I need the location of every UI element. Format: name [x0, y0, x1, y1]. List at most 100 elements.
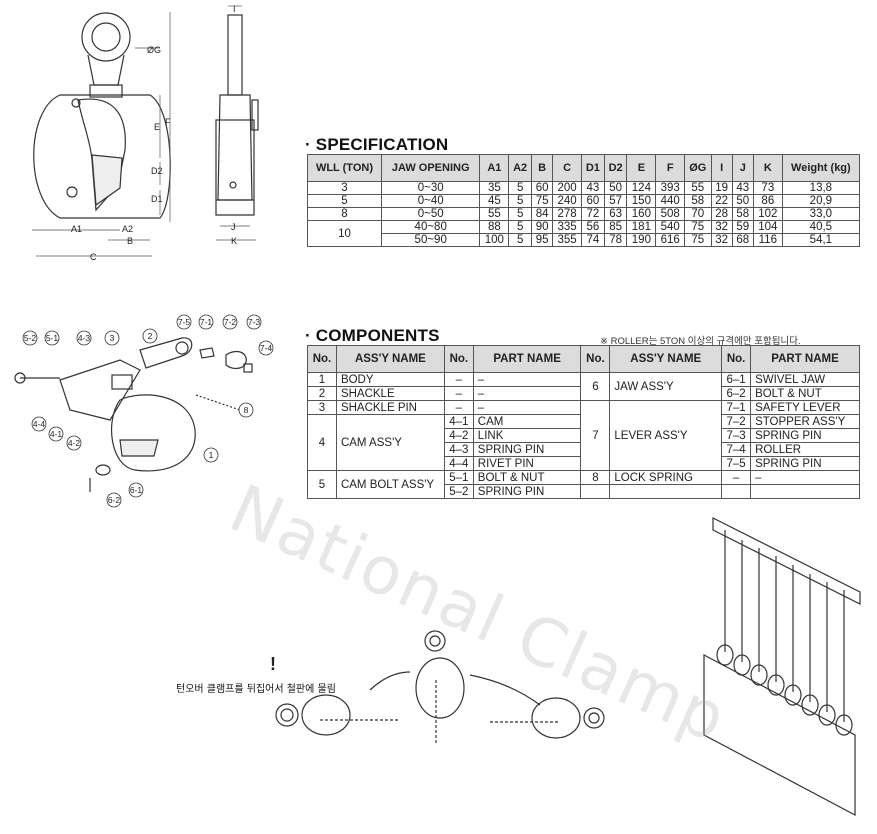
- spec-header-a1: A1: [479, 154, 510, 182]
- specification-table: WLL (TON) JAW OPENING A1 A2 B C D1 D2 E …: [307, 154, 861, 247]
- comp-header-pno: No.: [443, 345, 474, 373]
- comp-cell: [721, 484, 752, 499]
- spec-cell: 75: [684, 220, 712, 234]
- dim-c-label: C: [90, 252, 97, 262]
- spec-cell: 19: [710, 181, 733, 195]
- comp-cell: CAM ASS'Y: [335, 414, 445, 471]
- comp-header-part-2: PART NAME: [750, 345, 860, 373]
- spec-cell: 58: [731, 207, 754, 221]
- table-row: 4–2 LINK 7–3 SPRING PIN: [308, 428, 860, 443]
- comp-cell: 4–2: [443, 428, 474, 443]
- comp-cell: –: [443, 372, 474, 387]
- components-table: No. ASS'Y NAME No. PART NAME No. ASS'Y N…: [307, 345, 860, 499]
- spec-cell: 616: [655, 233, 686, 247]
- comp-cell: 4–4: [443, 456, 474, 471]
- comp-cell: 5–1: [443, 470, 474, 485]
- dim-j-label: J: [231, 222, 236, 232]
- spec-cell: 35: [479, 181, 510, 195]
- comp-header-part: PART NAME: [472, 345, 582, 373]
- dim-f-label: F: [165, 117, 171, 127]
- spec-cell: 116: [752, 233, 783, 247]
- comp-cell: –: [443, 400, 474, 415]
- callout-4-2: 4-2: [68, 438, 81, 448]
- comp-cell: 2: [307, 386, 337, 401]
- comp-cell: 7–1: [721, 400, 752, 415]
- comp-cell: SHACKLE PIN: [335, 400, 445, 415]
- spec-cell: 55: [684, 181, 712, 195]
- spec-header-j: J: [731, 154, 754, 182]
- table-row: 5–2 SPRING PIN: [308, 484, 860, 499]
- spec-header-a2: A2: [508, 154, 532, 182]
- comp-header-assy: ASS'Y NAME: [335, 345, 445, 373]
- spec-cell: 43: [581, 181, 605, 195]
- spec-cell: 8: [307, 207, 382, 221]
- spec-cell: 50: [603, 181, 628, 195]
- spec-cell: 5: [508, 181, 532, 195]
- spec-cell: 540: [655, 220, 686, 234]
- spec-cell: 3: [307, 181, 382, 195]
- spec-cell: 124: [626, 181, 657, 195]
- comp-cell: [750, 484, 860, 499]
- spec-cell: 70: [684, 207, 712, 221]
- spec-cell: 43: [731, 181, 754, 195]
- spec-cell: 0~50: [380, 207, 481, 221]
- dim-b-label: B: [127, 236, 133, 246]
- spec-cell: 102: [752, 207, 783, 221]
- dim-d1-label: D1: [151, 194, 163, 204]
- comp-cell: [580, 484, 611, 499]
- spec-cell: 72: [581, 207, 605, 221]
- dim-k-label: K: [231, 236, 237, 246]
- callout-7-3: 7-3: [248, 317, 261, 327]
- spec-cell: 10: [307, 220, 382, 247]
- comp-cell: –: [443, 386, 474, 401]
- comp-cell: –: [750, 470, 860, 485]
- spec-cell: 5: [508, 194, 532, 208]
- exploded-view-drawing: [14, 337, 253, 492]
- comp-cell: 3: [307, 400, 337, 415]
- spec-cell: 100: [479, 233, 510, 247]
- spec-cell: 95: [530, 233, 554, 247]
- callout-8: 8: [244, 405, 249, 415]
- spec-cell: 63: [603, 207, 628, 221]
- comp-cell: –: [472, 400, 582, 415]
- spec-cell: 40,5: [781, 220, 861, 234]
- dim-e-label: E: [154, 122, 160, 132]
- spec-cell: 190: [626, 233, 657, 247]
- spec-header-jaw: JAW OPENING: [380, 154, 481, 182]
- comp-cell: 4–1: [443, 414, 474, 429]
- spec-cell: 5: [508, 207, 532, 221]
- spec-cell: 32: [710, 233, 733, 247]
- spec-header-d2: D2: [603, 154, 628, 182]
- spec-cell: 40~80: [380, 220, 481, 234]
- comp-cell: SAFETY LEVER: [750, 400, 860, 415]
- spec-cell: 104: [752, 220, 783, 234]
- usage-illustrations: [275, 517, 861, 816]
- comp-cell: 4: [307, 414, 337, 471]
- comp-cell: 5–2: [443, 484, 474, 499]
- callout-4-3: 4-3: [78, 333, 91, 343]
- callout-6-1: 6-1: [130, 485, 143, 495]
- comp-cell: 7–2: [721, 414, 752, 429]
- comp-cell: LEVER ASS'Y: [609, 400, 723, 471]
- table-row: 1 BODY – – 6 JAW ASS'Y 6–1 SWIVEL JAW: [307, 372, 860, 401]
- comp-cell: CAM: [472, 414, 582, 429]
- spec-cell: 278: [552, 207, 583, 221]
- table-row: 4 CAM ASS'Y 4–1 CAM 7–2 STOPPER ASS'Y: [307, 414, 860, 471]
- spec-header-b: B: [530, 154, 554, 182]
- spec-cell: 45: [479, 194, 510, 208]
- comp-cell: BOLT & NUT: [750, 386, 860, 401]
- spec-cell: 74: [581, 233, 605, 247]
- spec-cell: 60: [581, 194, 605, 208]
- comp-cell: 7–3: [721, 428, 752, 443]
- comp-header-assy-2: ASS'Y NAME: [609, 345, 723, 373]
- spec-cell: 240: [552, 194, 583, 208]
- dim-g-label: ØG: [147, 45, 161, 55]
- spec-cell: 5: [508, 220, 532, 234]
- comp-cell: 4–3: [443, 442, 474, 457]
- comp-header-no: No.: [307, 345, 337, 373]
- comp-cell: BODY: [335, 372, 445, 387]
- comp-cell: SPRING PIN: [472, 442, 582, 457]
- components-title: · COMPONENTS: [305, 326, 440, 345]
- hanging-clamps: [716, 530, 853, 736]
